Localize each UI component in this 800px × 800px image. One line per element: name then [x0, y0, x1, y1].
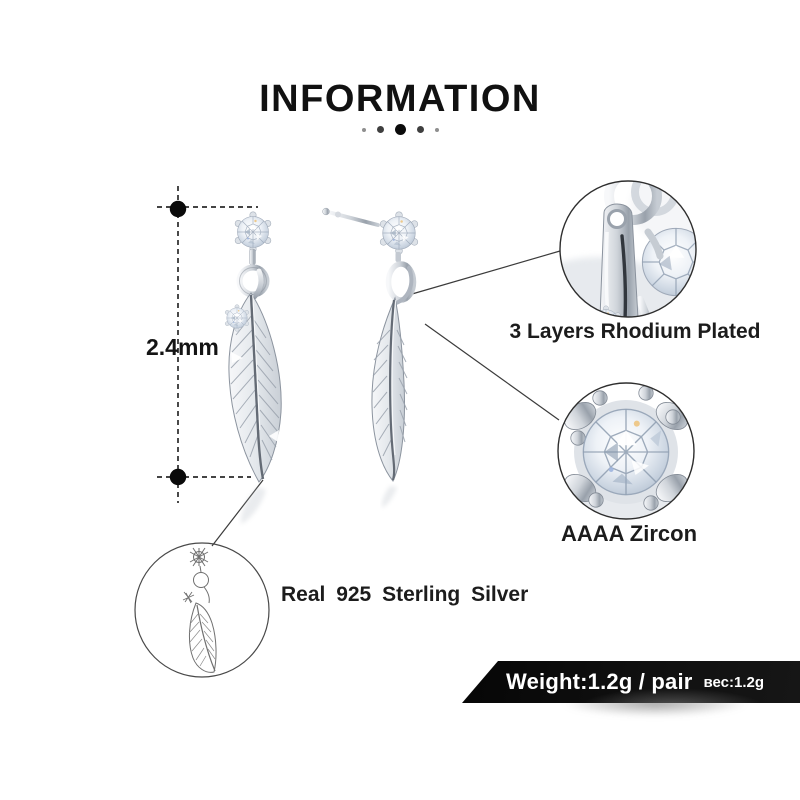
left-earring-reflection: [240, 487, 266, 524]
detail-circle-rhodium: [559, 180, 697, 318]
callout-label-zircon: AAAA Zircon: [560, 521, 698, 546]
divider-dot-icon: [434, 127, 439, 132]
detail-circle-sketch: [134, 542, 270, 678]
weight-banner: Weight:1.2g / pair вес:1.2g: [462, 661, 800, 703]
left-earring-photo: [224, 211, 282, 524]
dimension-lines: [157, 186, 258, 503]
page-title: INFORMATION: [259, 78, 541, 120]
detail-circle-zircon: [557, 382, 695, 520]
divider-dot-icon: [394, 124, 406, 135]
dimension-dot-top: [169, 200, 187, 218]
divider-dot-icon: [376, 126, 384, 133]
dimension-dot-bottom: [169, 468, 187, 486]
callout-label-silver: Real 925 Sterling Silver: [281, 583, 529, 606]
weight-value-russian: вес:1.2g: [703, 674, 764, 691]
right-earring-reflection: [381, 486, 397, 508]
weight-value: Weight:1.2g / pair: [506, 669, 693, 694]
divider-dot-icon: [361, 127, 366, 132]
right-earring-photo: [322, 207, 419, 508]
title-divider-dots: [0, 124, 800, 135]
dimension-value: 2.4mm: [146, 334, 219, 360]
callout-label-rhodium: 3 Layers Rhodium Plated: [509, 320, 761, 343]
divider-dot-icon: [416, 126, 424, 133]
